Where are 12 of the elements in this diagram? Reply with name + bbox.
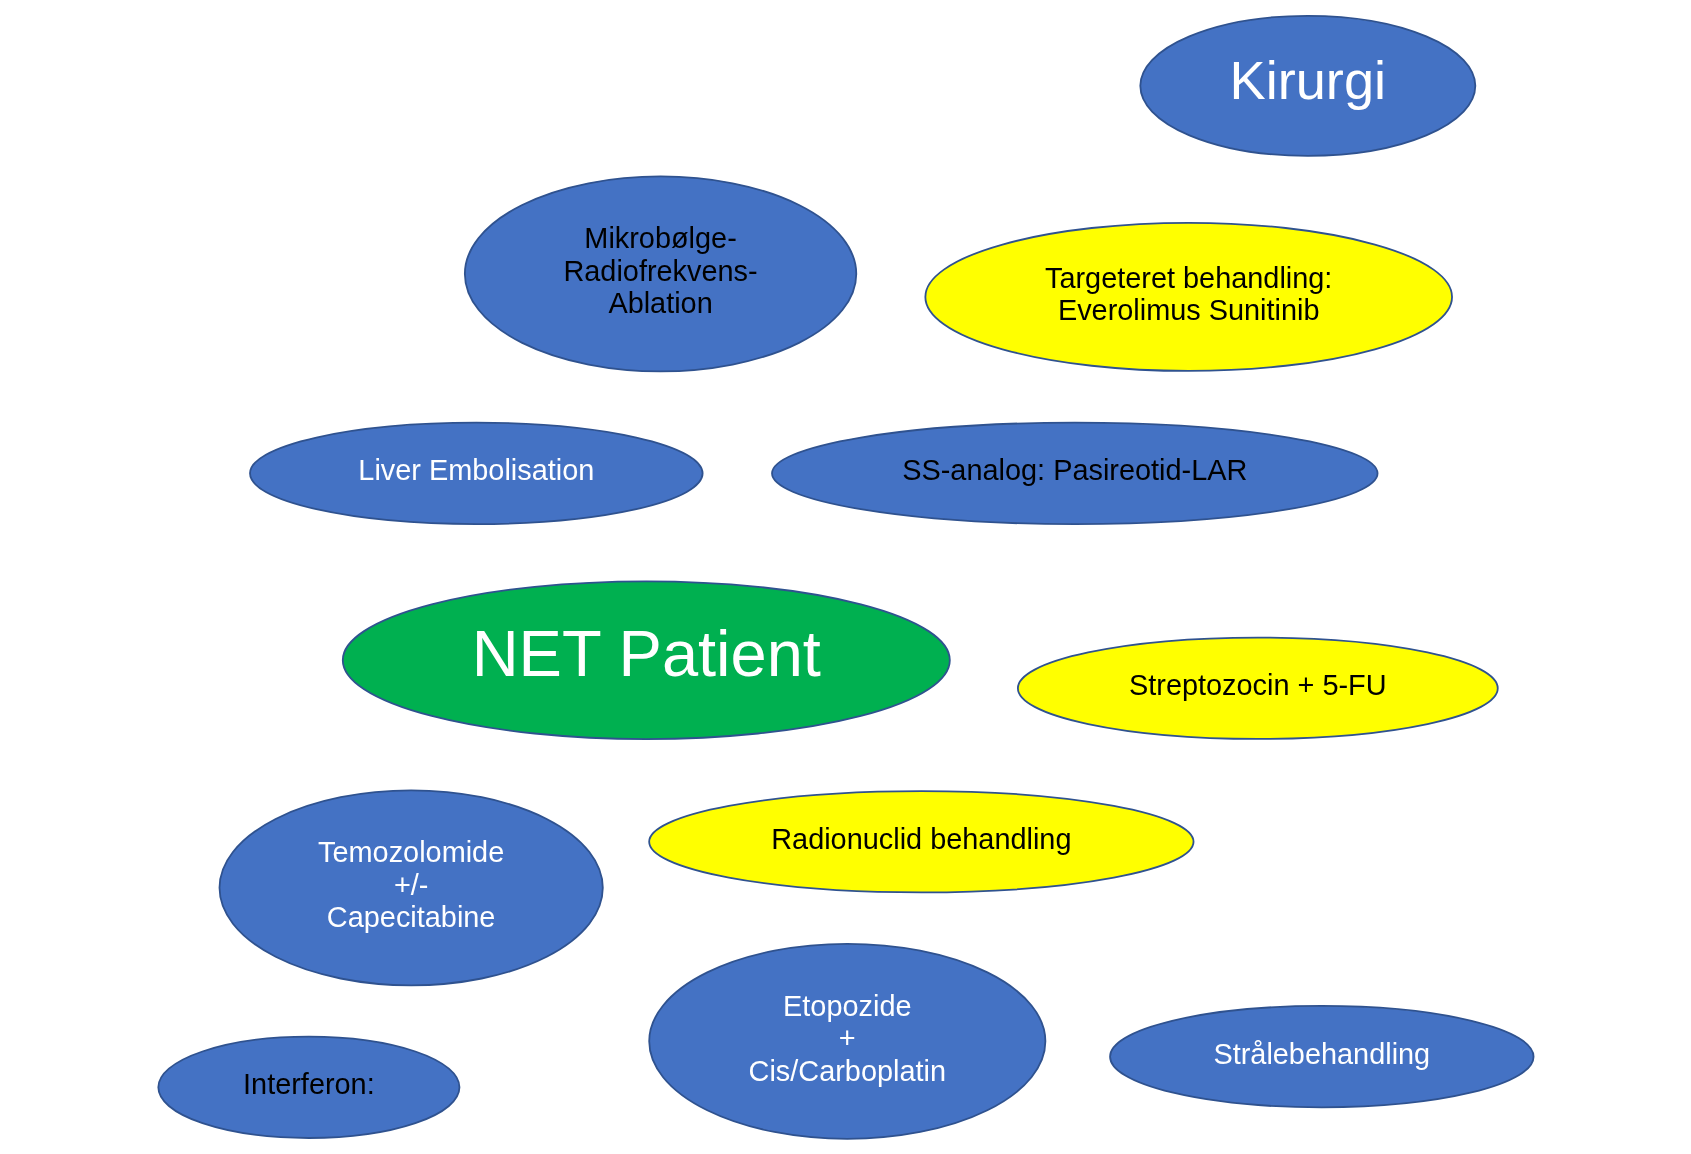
node-ellipse: Temozolomide +/- Capecitabine bbox=[218, 789, 604, 987]
node-ellipse: Strålebehandling bbox=[1108, 1005, 1534, 1109]
node-ellipse: SS-analog: Pasireotid-LAR bbox=[770, 421, 1378, 525]
node-ellipse: Liver Embolisation bbox=[248, 421, 704, 525]
node-ellipse: Etopozide + Cis/Carboplatin bbox=[647, 942, 1046, 1140]
node-ellipse: Interferon: bbox=[156, 1035, 460, 1139]
node-ellipse: Streptozocin + 5-FU bbox=[1016, 636, 1499, 740]
node-ellipse: Mikrobølge- Radiofrekvens- Ablation bbox=[463, 175, 857, 373]
node-ellipse: NET Patient bbox=[341, 580, 951, 740]
node-ellipse: Targeteret behandling: Everolimus Sunitinib bbox=[923, 221, 1453, 372]
node-ellipse: Kirurgi bbox=[1138, 14, 1476, 157]
node-ellipse: Radionuclid behandling bbox=[647, 790, 1194, 894]
